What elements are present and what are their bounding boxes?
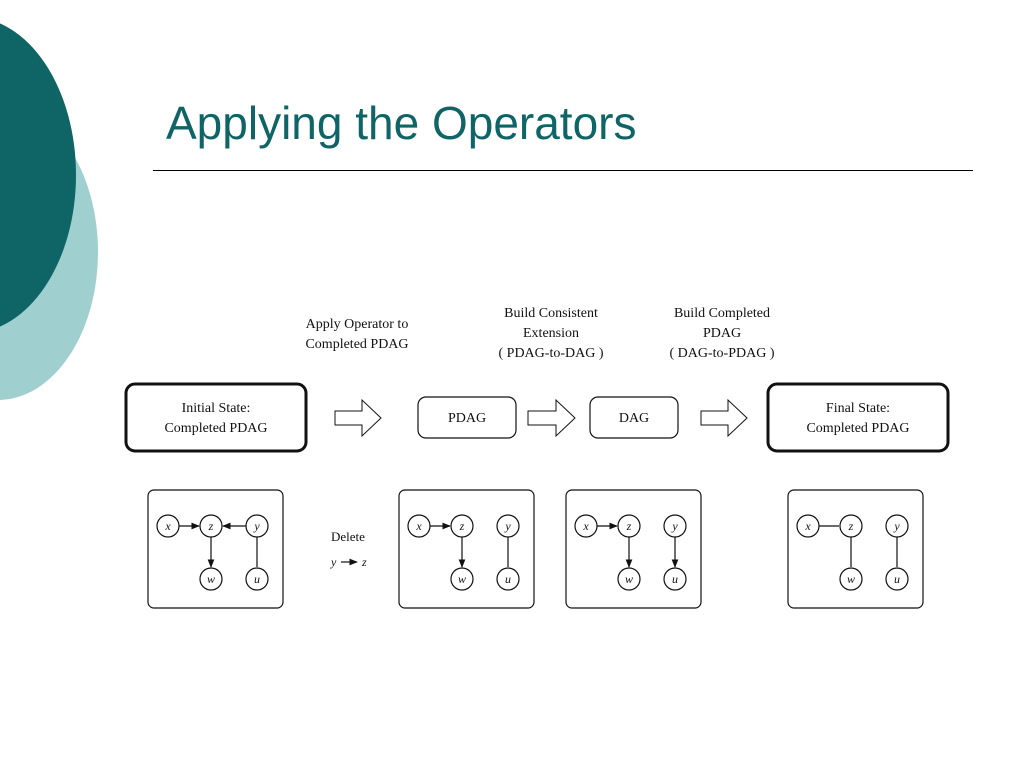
flow-arrow-2-icon bbox=[527, 398, 576, 438]
final-graph-panel: x z y w u bbox=[787, 489, 924, 609]
initial-graph-node-label-x: x bbox=[164, 519, 171, 533]
final-state-box bbox=[766, 382, 950, 453]
initial-state-line2: Completed PDAG bbox=[164, 421, 267, 436]
pdag-graph-panel: x z y w u bbox=[398, 489, 535, 609]
flow-arrow-3-icon bbox=[700, 398, 748, 438]
dag-graph-node-w bbox=[617, 567, 641, 591]
caption-completed-line1: Build Completed bbox=[674, 306, 770, 321]
dag-graph-node-label-z: z bbox=[626, 519, 632, 533]
dag-graph-node-label-w: w bbox=[625, 572, 633, 586]
pdag-graph-node-x bbox=[407, 514, 431, 538]
dag-graph-node-y bbox=[663, 514, 687, 538]
initial-graph-node-label-w: w bbox=[207, 572, 215, 586]
initial-graph-frame bbox=[147, 489, 284, 609]
dag-box-label: DAG bbox=[619, 411, 649, 426]
initial-graph-node-w bbox=[199, 567, 223, 591]
final-state-line1: Final State: bbox=[826, 401, 890, 416]
pdag-graph-node-label-x: x bbox=[415, 519, 422, 533]
caption-extension-line1: Build Consistent bbox=[504, 306, 598, 321]
pdag-graph-node-w bbox=[450, 567, 474, 591]
dag-graph-node-z bbox=[617, 514, 641, 538]
final-graph-node-label-x: x bbox=[804, 519, 811, 533]
dag-graph-frame bbox=[565, 489, 702, 609]
initial-graph-node-y bbox=[245, 514, 269, 538]
pdag-graph-node-y bbox=[496, 514, 520, 538]
initial-state-line1: Initial State: bbox=[182, 401, 251, 416]
pdag-graph-node-label-z: z bbox=[459, 519, 465, 533]
dag-graph-node-x bbox=[574, 514, 598, 538]
caption-extension-line3: ( PDAG-to-DAG ) bbox=[499, 346, 604, 361]
final-graph-node-label-z: z bbox=[848, 519, 854, 533]
final-graph-node-z bbox=[839, 514, 863, 538]
initial-graph-node-z bbox=[199, 514, 223, 538]
caption-extension-line2: Extension bbox=[523, 326, 579, 341]
pdag-box bbox=[417, 396, 517, 439]
flow-arrow-1-icon bbox=[334, 398, 382, 438]
final-state-line2: Completed PDAG bbox=[806, 421, 909, 436]
final-graph-node-label-u: u bbox=[894, 572, 900, 586]
initial-graph-node-label-y: y bbox=[253, 519, 260, 533]
pdag-graph-node-label-w: w bbox=[458, 572, 466, 586]
final-graph-node-u bbox=[885, 567, 909, 591]
dag-graph-node-label-u: u bbox=[672, 572, 678, 586]
pdag-graph-node-label-u: u bbox=[505, 572, 511, 586]
decor-circle-dark bbox=[0, 23, 76, 327]
pdag-box-label: PDAG bbox=[448, 411, 486, 426]
dag-graph-node-u bbox=[663, 567, 687, 591]
dag-graph-node-label-x: x bbox=[582, 519, 589, 533]
operation-edge-from: y bbox=[330, 555, 337, 569]
initial-graph-node-label-u: u bbox=[254, 572, 260, 586]
initial-graph-node-x bbox=[156, 514, 180, 538]
caption-apply-line2: Completed PDAG bbox=[305, 337, 408, 352]
operation-edge-to: z bbox=[361, 555, 367, 569]
initial-graph-node-u bbox=[245, 567, 269, 591]
final-graph-node-label-y: y bbox=[893, 519, 900, 533]
final-graph-node-x bbox=[796, 514, 820, 538]
dag-box bbox=[589, 396, 679, 439]
title-divider bbox=[153, 170, 973, 171]
initial-graph-panel: x z y w u bbox=[147, 489, 284, 609]
dag-graph-panel: x z y w u bbox=[565, 489, 702, 609]
initial-state-box bbox=[124, 382, 308, 453]
pdag-graph-node-z bbox=[450, 514, 474, 538]
slide-title: Applying the Operators bbox=[166, 97, 637, 149]
dag-graph-node-label-y: y bbox=[671, 519, 678, 533]
caption-completed-line3: ( DAG-to-PDAG ) bbox=[670, 346, 775, 361]
final-graph-frame bbox=[787, 489, 924, 609]
final-graph-node-y bbox=[885, 514, 909, 538]
final-graph-node-label-w: w bbox=[847, 572, 855, 586]
pdag-graph-node-u bbox=[496, 567, 520, 591]
pdag-graph-node-label-y: y bbox=[504, 519, 511, 533]
operation-label: Delete bbox=[331, 529, 365, 544]
initial-graph-node-label-z: z bbox=[208, 519, 214, 533]
final-graph-node-w bbox=[839, 567, 863, 591]
caption-apply-line1: Apply Operator to bbox=[306, 317, 409, 332]
pdag-graph-frame bbox=[398, 489, 535, 609]
caption-completed-line2: PDAG bbox=[703, 326, 741, 341]
